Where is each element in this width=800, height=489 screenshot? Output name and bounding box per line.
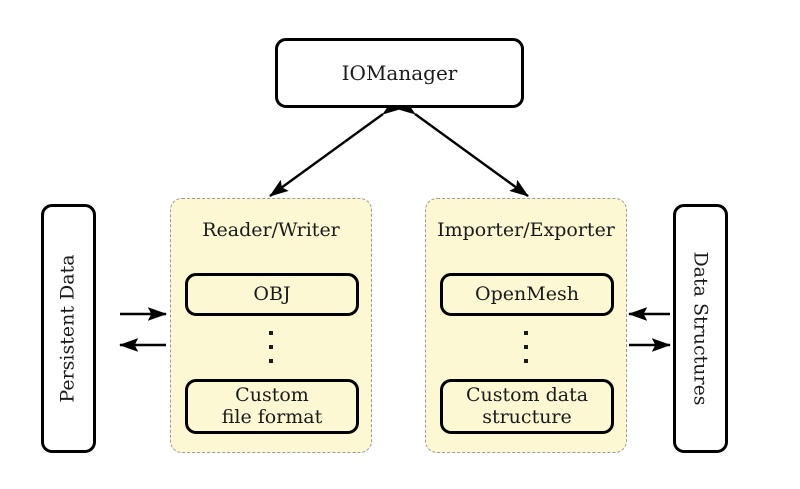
custom-data-structure-line-2: structure (482, 405, 572, 428)
reader-writer-group-title: Reader/Writer (202, 219, 340, 241)
io-manager-node[interactable]: IOManager (275, 38, 524, 108)
arrow-manager-reader-writer (269, 97, 402, 197)
importer-exporter-group-title: Importer/Exporter (437, 219, 615, 241)
reader-writer-item-custom-file-format[interactable]: Custom file format (185, 379, 359, 434)
reader-writer-item-obj[interactable]: OBJ (185, 273, 359, 316)
io-manager-label: IOManager (341, 61, 458, 85)
reader-writer-vdots-icon (171, 331, 371, 363)
reader-writer-item-custom-file-format-label: Custom file format (221, 383, 323, 429)
persistent-data-label: Persistent Data (57, 254, 79, 403)
importer-exporter-item-openmesh[interactable]: OpenMesh (440, 273, 614, 316)
importer-exporter-item-openmesh-label: OpenMesh (475, 282, 579, 305)
reader-writer-item-obj-label: OBJ (253, 282, 291, 305)
reader-writer-group[interactable]: Reader/Writer OBJ Custom file format (170, 198, 372, 453)
importer-exporter-vdots-icon (426, 331, 626, 363)
importer-exporter-item-custom-data-structure[interactable]: Custom data structure (440, 379, 614, 434)
importer-exporter-item-custom-data-structure-label: Custom data structure (465, 383, 589, 429)
custom-file-format-line-2: file format (221, 405, 323, 428)
custom-data-structure-line-1: Custom data (465, 383, 589, 406)
data-structures-label: Data Structures (690, 251, 712, 406)
custom-file-format-line-1: Custom (235, 383, 309, 406)
importer-exporter-group[interactable]: Importer/Exporter OpenMesh Custom data s… (425, 198, 627, 453)
arrow-manager-importer-exporter (396, 97, 529, 197)
data-structures-node[interactable]: Data Structures (673, 204, 728, 453)
persistent-data-node[interactable]: Persistent Data (41, 204, 96, 453)
